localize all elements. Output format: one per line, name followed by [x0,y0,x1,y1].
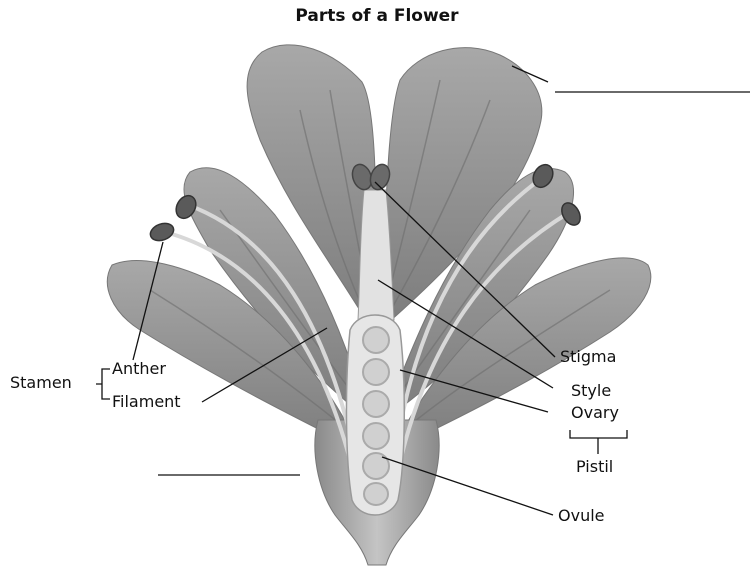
pistil-bracket [570,430,627,454]
label-stamen: Stamen [10,374,72,392]
label-filament: Filament [112,393,181,411]
label-style: Style [571,382,611,400]
label-pistil: Pistil [576,458,613,476]
label-ovule: Ovule [558,507,605,525]
stamen-bracket [96,369,110,399]
label-ovary: Ovary [571,404,619,422]
label-stigma: Stigma [560,348,616,366]
ovule-5 [363,453,389,479]
anther-1 [148,220,176,243]
ovule-6 [364,483,388,505]
ovule-3 [363,391,389,417]
ovule-4 [363,423,389,449]
label-anther: Anther [112,360,166,378]
ovule-1 [363,327,389,353]
ovule-2 [363,359,389,385]
